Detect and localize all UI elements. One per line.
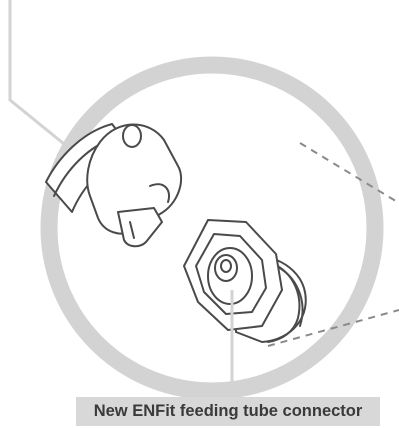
zoom-dashed-line-bottom	[267, 309, 399, 347]
callout-label: New ENFit feeding tube connector	[76, 397, 380, 426]
zoom-dashed-line-top	[299, 142, 399, 204]
zoom-dashed-lines	[267, 142, 399, 347]
legacy-tube-connector	[45, 123, 183, 248]
enfit-connector	[183, 219, 307, 343]
connector-body	[86, 123, 183, 235]
connector-tip	[117, 207, 163, 248]
connector-flange	[122, 124, 142, 148]
upper-leader-line	[8, 0, 97, 172]
magnifier-ring	[40, 56, 384, 400]
